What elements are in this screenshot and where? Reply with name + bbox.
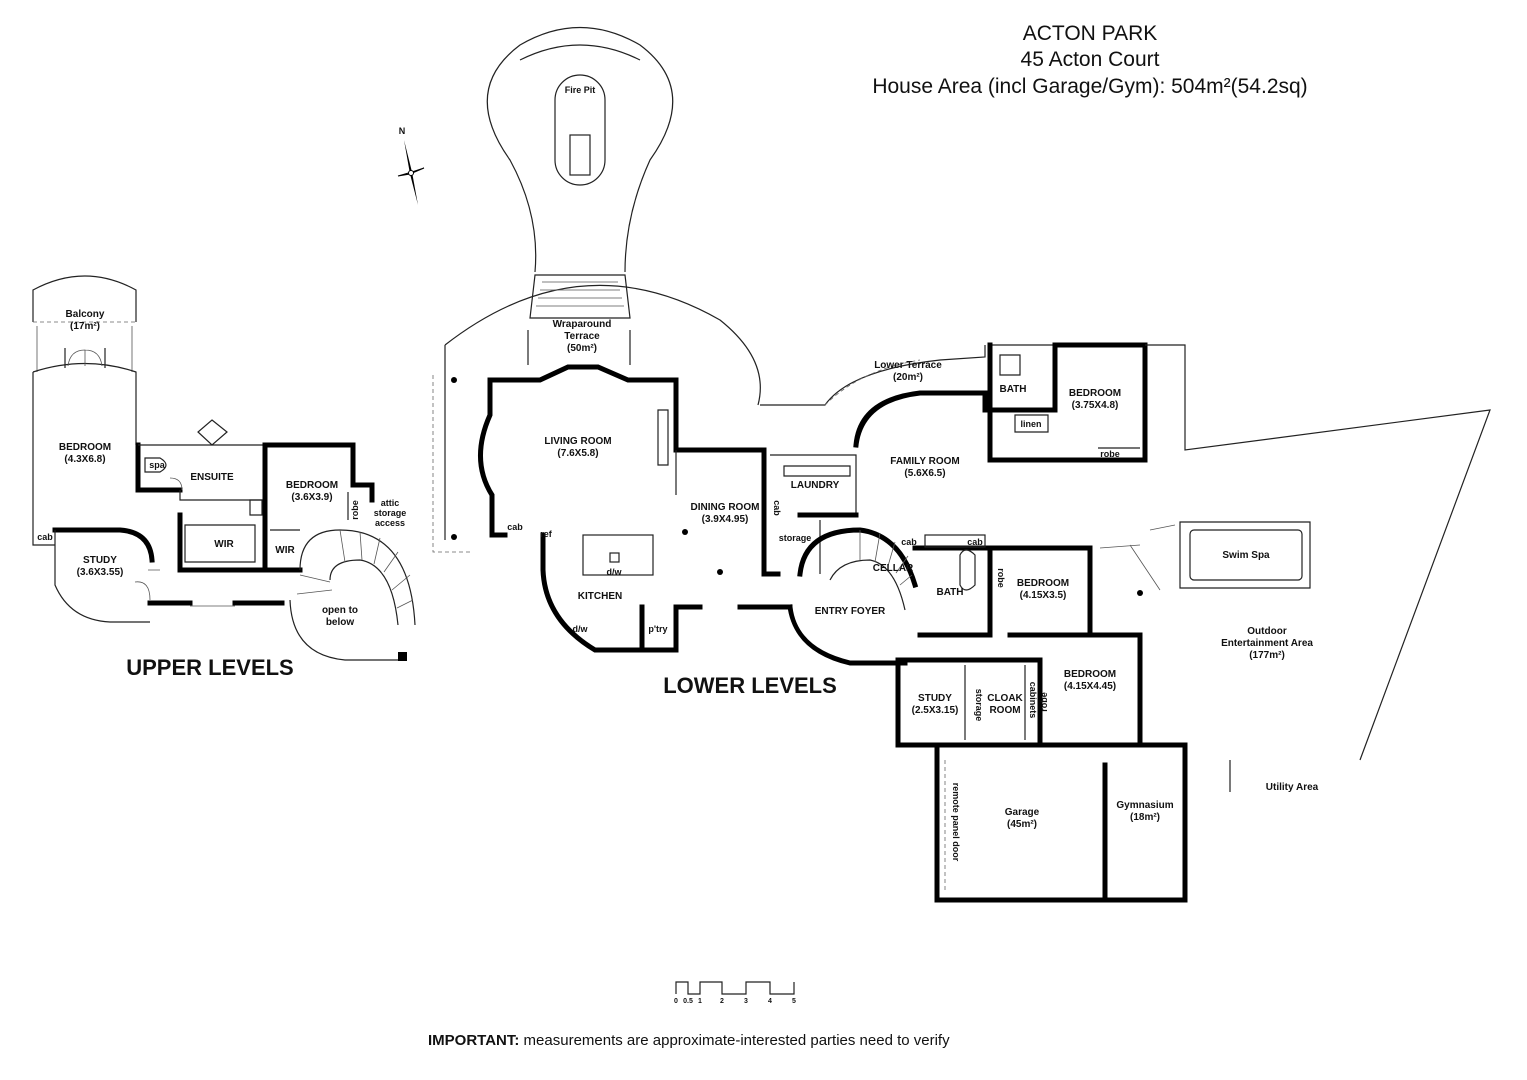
swim-spa-label: Swim Spa — [1222, 550, 1270, 561]
lower-study-label: STUDY(2.5X3.15) — [912, 693, 959, 716]
disclaimer-note: IMPORTANT: measurements are approximate-… — [428, 1032, 950, 1049]
balcony-label: Balcony(17m²) — [66, 309, 105, 332]
ensuite-label: ENSUITE — [190, 472, 234, 483]
dishwasher-2-label: d/w — [573, 624, 589, 634]
gymnasium-label: Gymnasium(18m²) — [1116, 800, 1173, 823]
disclaimer-text: measurements are approximate-interested … — [519, 1032, 950, 1049]
upper-bedroom-main-label: BEDROOM(4.3X6.8) — [59, 442, 111, 465]
remote-panel-door-label: remote panel door — [951, 783, 961, 862]
property-name: ACTON PARK — [1023, 22, 1158, 45]
lower-levels-title: LOWER LEVELS — [663, 673, 837, 698]
upper-levels-title: UPPER LEVELS — [126, 655, 293, 680]
dining-room-label: DINING ROOM(3.9X4.95) — [691, 502, 760, 525]
ref-label: ref — [540, 529, 553, 539]
robe-c-label: robe — [1039, 692, 1049, 712]
scale-bar: 0 0.5 1 2 3 4 5 — [674, 981, 796, 1005]
dishwasher-1-label: d/w — [607, 567, 623, 577]
upper-level-plan — [32, 275, 416, 661]
scale-tick-1: 1 — [698, 998, 702, 1005]
upper-robe-label: robe — [350, 500, 360, 520]
bath-1-label: BATH — [999, 384, 1026, 395]
living-cab-label: cab — [507, 522, 523, 532]
robe-a-label: robe — [1100, 449, 1120, 459]
upper-study-label: STUDY(3.6X3.55) — [77, 555, 124, 578]
lower-level-plan — [432, 26, 1491, 903]
upper-bedroom-2-label: BEDROOM(3.6X3.9) — [286, 480, 338, 503]
scale-tick-0: 0 — [674, 998, 678, 1005]
scale-tick-2: 2 — [720, 998, 724, 1005]
pantry-label: p'try — [648, 624, 667, 634]
bedroom-c-label: BEDROOM(4.15X4.45) — [1064, 669, 1116, 692]
garage-label: Garage(45m²) — [1005, 807, 1040, 830]
disclaimer-important: IMPORTANT: — [428, 1032, 519, 1049]
entry-foyer-label: ENTRY FOYER — [815, 606, 886, 617]
property-address: 45 Acton Court — [1021, 48, 1160, 71]
cab-4-label: cab — [967, 537, 983, 547]
utility-area-label: Utility Area — [1266, 782, 1319, 793]
spa-label: spa — [149, 460, 166, 470]
upper-room-labels: Balcony(17m²) BEDROOM(4.3X6.8) spa ENSUI… — [37, 309, 406, 628]
fire-pit-label: Fire Pit — [565, 85, 596, 95]
wir-2-label: WIR — [275, 545, 295, 556]
scale-tick-0-5: 0.5 — [683, 998, 693, 1005]
compass-label: N — [399, 126, 406, 136]
linen-label: linen — [1020, 419, 1041, 429]
kitchen-label: KITCHEN — [578, 591, 622, 602]
scale-tick-4: 4 — [768, 998, 772, 1005]
wir-1-label: WIR — [214, 539, 234, 550]
plan-header: ACTON PARK 45 Acton Court House Area (in… — [872, 22, 1307, 98]
lower-terrace-label: Lower Terrace(20m²) — [874, 360, 942, 383]
bedroom-b-label: BEDROOM(4.15X3.5) — [1017, 578, 1069, 601]
laundry-storage-label: storage — [779, 533, 812, 543]
house-area: House Area (incl Garage/Gym): 504m²(54.2… — [872, 75, 1307, 98]
upper-cab-label: cab — [37, 532, 53, 542]
living-room-label: LIVING ROOM(7.6X5.8) — [544, 436, 611, 459]
storage-2-label: storage — [974, 689, 984, 722]
laundry-label: LAUNDRY — [791, 480, 840, 491]
bath-2-label: BATH — [936, 587, 963, 598]
bedroom-a-label: BEDROOM(3.75X4.8) — [1069, 388, 1121, 411]
cab-3-label: cab — [901, 537, 917, 547]
scale-tick-3: 3 — [744, 998, 748, 1005]
cabinets-label: cabinets — [1028, 682, 1038, 719]
scale-tick-5: 5 — [792, 998, 796, 1005]
north-arrow-icon: N — [397, 126, 425, 205]
cellar-label: CELLAR — [873, 563, 914, 574]
dining-cab-label: cab — [772, 500, 782, 516]
robe-b-label: robe — [996, 568, 1006, 588]
family-room-label: FAMILY ROOM(5.6X6.5) — [890, 456, 959, 479]
